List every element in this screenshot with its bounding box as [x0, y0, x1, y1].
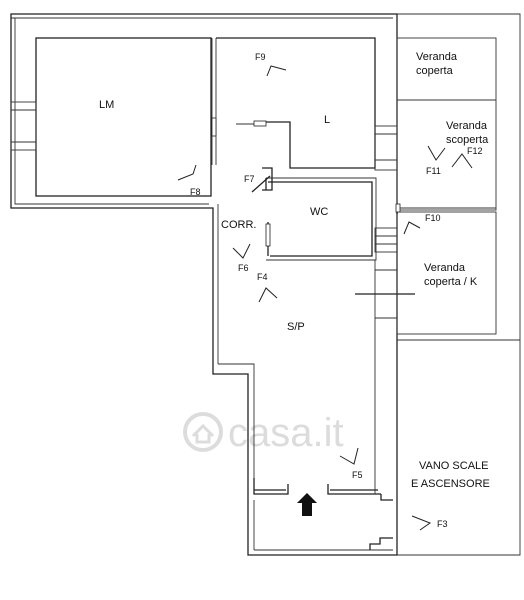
photo-point-f7: F7	[244, 174, 255, 184]
window-right	[374, 125, 398, 253]
room-label-lm: LM	[99, 99, 114, 111]
room-label-corr: CORR.	[221, 219, 256, 231]
room-lm: LM	[35, 37, 217, 197]
room-label-veranda-k-2: coperta / K	[424, 276, 478, 288]
room-label-l: L	[324, 114, 330, 126]
photo-label-f6: F6	[238, 263, 249, 273]
watermark-text: casa.it	[228, 411, 344, 455]
room-label-wc: WC	[310, 206, 328, 218]
watermark: casa.it	[183, 411, 344, 455]
room-wc: WC	[265, 177, 377, 261]
photo-point-f6: F6	[232, 243, 251, 273]
room-corridor: CORR.	[217, 204, 256, 478]
room-label-veranda-scoperta-1: Veranda	[446, 120, 488, 132]
photo-point-f12: F12	[451, 146, 483, 169]
photo-point-f4: F4	[257, 272, 278, 303]
room-sp: S/P	[287, 260, 415, 494]
photo-label-f5: F5	[352, 470, 363, 480]
room-label-sp: S/P	[287, 321, 305, 333]
photo-label-f9: F9	[255, 52, 266, 62]
photo-label-f12: F12	[467, 146, 483, 156]
entrance	[253, 478, 393, 550]
photo-label-f7: F7	[244, 174, 255, 184]
entrance-arrow-icon	[297, 493, 317, 516]
photo-label-f8: F8	[190, 187, 201, 197]
room-label-veranda-coperta-1: Veranda	[416, 51, 458, 63]
photo-point-f3: F3	[411, 515, 448, 531]
window-left	[10, 101, 37, 151]
photo-point-f5: F5	[339, 447, 363, 480]
room-label-veranda-k-1: Veranda	[424, 262, 466, 274]
room-l: L	[216, 37, 376, 169]
photo-label-f11: F11	[426, 166, 441, 176]
photo-point-f8: F8	[177, 164, 201, 197]
photo-label-f10: F10	[425, 213, 441, 223]
room-label-vano-scale-1: VANO SCALE	[419, 460, 489, 472]
right-verandas	[395, 37, 520, 341]
door-f7	[251, 167, 273, 193]
room-label-vano-scale-2: E ASCENSORE	[411, 478, 490, 490]
room-label-veranda-coperta-2: coperta	[416, 65, 454, 77]
room-label-veranda-scoperta-2: scoperta	[446, 134, 489, 146]
photo-label-f4: F4	[257, 272, 268, 282]
photo-point-f9: F9	[255, 52, 287, 77]
photo-point-f10: F10	[403, 213, 441, 235]
photo-label-f3: F3	[437, 519, 448, 529]
photo-point-f11: F11	[426, 145, 446, 176]
